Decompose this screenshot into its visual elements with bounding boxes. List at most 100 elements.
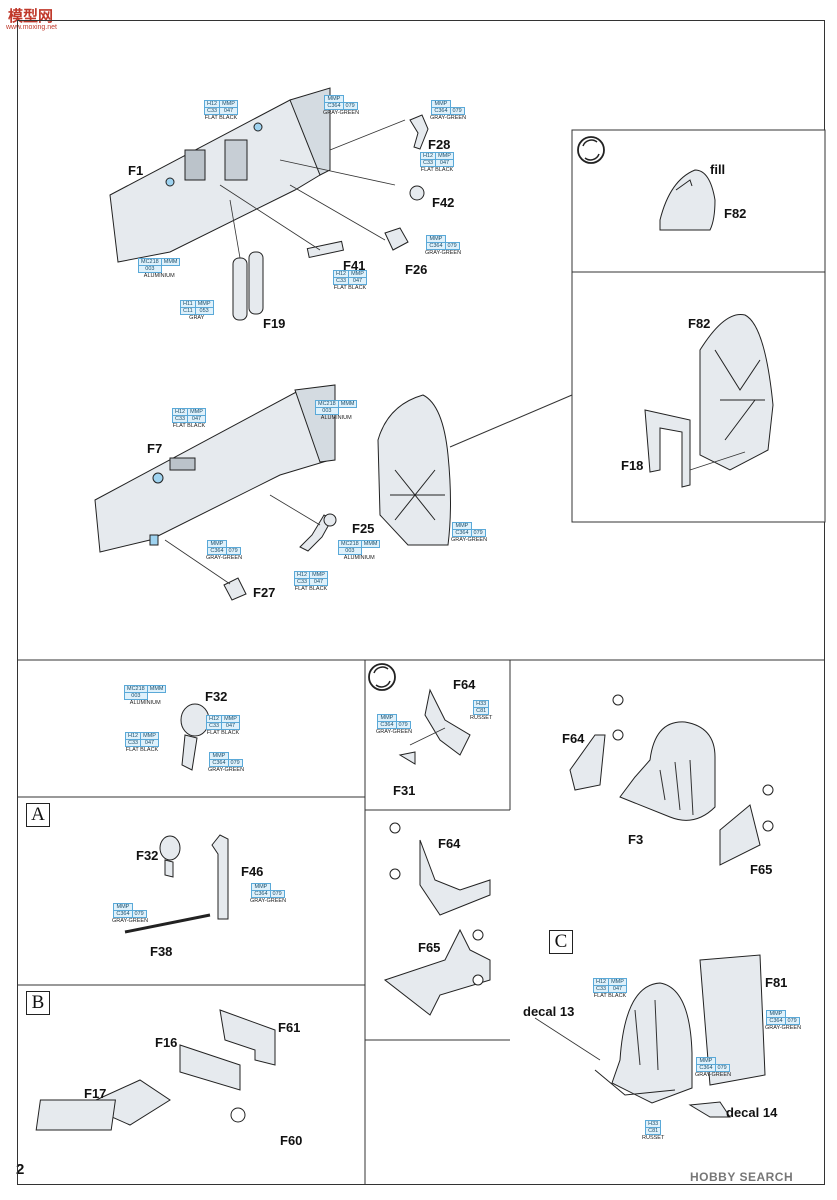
paint-code: MMP: [113, 903, 133, 911]
paint-code: C81: [473, 707, 490, 715]
paint-name: FLAT BLACK: [420, 167, 454, 173]
note-decal-14: decal 14: [726, 1105, 778, 1120]
paint-code: H12: [203, 100, 221, 108]
paint-code: C364: [207, 547, 227, 555]
paint-code: 079: [449, 107, 465, 115]
paint-code: H12: [332, 270, 350, 278]
paint-name: GRAY-GREEN: [323, 110, 360, 116]
part-label: F38: [150, 944, 173, 959]
paint-code: 079: [342, 102, 358, 110]
paint-name: FLAT BLACK: [204, 115, 238, 121]
paint-code: C33: [293, 578, 311, 586]
paint-name: GRAY-GREEN: [208, 767, 245, 773]
part-label: F25: [352, 521, 375, 536]
paint-code: 047: [608, 985, 627, 993]
paint-code: 047: [309, 578, 328, 586]
paint-name: FLAT BLACK: [206, 730, 240, 736]
paint-code: MMP: [251, 883, 271, 891]
part-label: F82: [688, 316, 711, 331]
paint-code: C33: [203, 107, 221, 115]
part-label: F64: [453, 677, 476, 692]
paint-code: MMP: [207, 540, 227, 548]
paint-name: GRAY-GREEN: [430, 115, 467, 121]
paint-name: ALUMINIUM: [143, 273, 175, 279]
paint-code: 003: [124, 692, 148, 700]
paint-code: C364: [251, 890, 271, 898]
part-label: F32: [136, 848, 159, 863]
note-fill: fill: [710, 162, 726, 177]
paint-code: H12: [293, 571, 311, 579]
paint-code: C33: [332, 277, 350, 285]
paint-code: MMP: [766, 1010, 786, 1018]
paint-code: C364: [377, 721, 397, 729]
paint-code: C364: [766, 1017, 786, 1025]
paint-code: MMP: [696, 1057, 716, 1065]
paint-code: H12: [592, 978, 610, 986]
paint-name: ALUMINIUM: [129, 700, 161, 706]
paint-code: MMP: [426, 235, 446, 243]
paint-code: 079: [784, 1017, 800, 1025]
paint-code: 079: [269, 890, 285, 898]
paint-code: MC218: [124, 685, 148, 693]
paint-code: MMP: [221, 715, 240, 723]
hobby-search-watermark: HOBBY SEARCH: [690, 1170, 794, 1184]
paint-name: FLAT BLACK: [294, 586, 328, 592]
paint-code: MMP: [348, 270, 367, 278]
paint-name: FLAT BLACK: [593, 993, 627, 999]
paint-name: GRAY-GREEN: [376, 729, 413, 735]
paint-code: 079: [714, 1064, 730, 1072]
paint-code: MC218: [338, 540, 362, 548]
paint-code: MMP: [324, 95, 344, 103]
part-label: F46: [241, 864, 264, 879]
part-label: F19: [263, 316, 286, 331]
part-label: F32: [205, 689, 228, 704]
part-label: F16: [155, 1035, 178, 1050]
paint-name: FLAT BLACK: [125, 747, 159, 753]
paint-code: C364: [113, 910, 133, 918]
paint-code: MMP: [309, 571, 328, 579]
paint-code: H12: [171, 408, 189, 416]
paint-code: C364: [431, 107, 451, 115]
part-label: F26: [405, 262, 428, 277]
paint-code: C364: [209, 759, 229, 767]
paint-code: C81: [645, 1127, 662, 1135]
paint-name: FLAT BLACK: [172, 423, 206, 429]
paint-code: MC218: [315, 400, 339, 408]
paint-code: 047: [187, 415, 206, 423]
part-label: F64: [562, 731, 585, 746]
paint-code: MMP: [431, 100, 451, 108]
paint-name: GRAY: [189, 315, 205, 321]
paint-code: H12: [124, 732, 142, 740]
part-label: F18: [621, 458, 644, 473]
section-a-box: A: [26, 803, 50, 827]
paint-code: 047: [435, 159, 454, 167]
part-label: F64: [438, 836, 461, 851]
note-decal-13: decal 13: [523, 1004, 575, 1019]
paint-name: RUSSET: [470, 715, 493, 721]
paint-code: MMP: [219, 100, 238, 108]
paint-code: H12: [205, 715, 223, 723]
paint-code: 079: [444, 242, 460, 250]
site-logo-url: www.moxing.net: [6, 24, 57, 31]
paint-code: 003: [315, 407, 339, 415]
paint-code: 047: [221, 722, 240, 730]
paint-code: MMP: [140, 732, 159, 740]
part-label: F65: [750, 862, 773, 877]
part-label: F81: [765, 975, 788, 990]
part-label: F3: [628, 832, 644, 847]
paint-code: H33: [473, 700, 490, 708]
